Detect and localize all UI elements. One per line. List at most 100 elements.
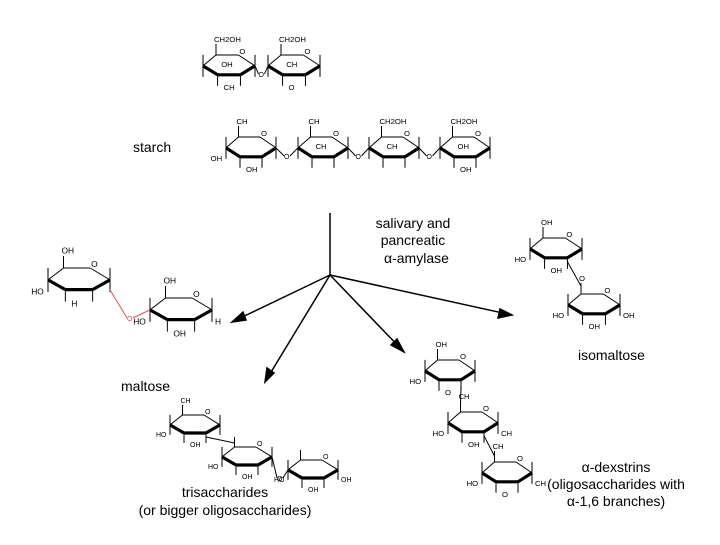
ring-oxygen-label: O [304,47,310,56]
ring-bond [225,146,241,159]
hydroxyl-label: CH [316,142,327,151]
molecule-structures: OCH2OHCHOHOCH2OHOCHOOCHOHOHOCHCHOCH2OHCH… [31,35,634,499]
ring-bond [529,247,546,260]
ring-bond [191,297,213,311]
ring-bond [603,293,621,306]
ring-oxygen-label: O [404,129,410,138]
hydroxyl-label: CH [387,142,398,151]
ring-bond [567,303,584,316]
ch2oh-label: O [579,274,585,283]
glycosidic-oxygen-label: O [127,316,133,323]
ring-bond [202,64,219,77]
hydroxyl-label: CH [286,60,297,69]
ring-oxygen-label: O [475,129,481,138]
hydroxyl-label: OH [190,442,201,449]
trisaccharides-label-line1: trisaccharides [181,484,269,500]
hydroxyl-label: HO [467,479,479,488]
ring-bond [225,136,239,149]
ring-bond [321,459,339,471]
glycosidic-bond-line [109,289,128,319]
hydroxyl-label: HO [515,255,527,264]
glycosidic-bond-line [271,456,278,479]
ring-bond [473,136,491,149]
hydroxyl-label: HO [156,432,167,439]
ring-bond [267,54,282,67]
dextrins-label-line3: α-1,6 branches) [566,493,666,509]
ring-oxygen-label: O [566,230,572,239]
hydroxyl-label: H [71,298,77,308]
ring-bond [267,64,284,77]
hydroxyl-label: OH [589,322,601,331]
ring-bond [368,136,382,149]
ring-bond [47,278,67,291]
ring-oxygen-label: O [517,454,523,463]
ring-bond [404,146,420,159]
ring-bond [149,308,169,321]
arrow-to-dextrins [329,274,405,353]
hydroxyl-label: OH [246,165,258,174]
hydroxyl-label: O [289,83,295,92]
arrowhead-trisaccharides [263,366,276,385]
glycosidic-oxygen-label: O [259,72,265,79]
glycosidic-oxygen-label: O [277,476,283,483]
starch-link-4: O [418,147,441,161]
ring-bond [203,414,221,426]
arrowhead-dextrins [389,337,406,354]
ring-bond [239,64,256,77]
ring-oxygen-label: O [604,286,610,295]
ch2oh-label: CH [309,117,320,126]
ring-oxygen-label: O [323,454,329,461]
ring-bond [331,136,349,149]
ring-bond [303,54,321,67]
enzyme-label-line3: α-amylase [384,250,449,266]
hydroxyl-label: HO [553,311,565,320]
dextrin-link-1 [460,383,462,407]
hydroxyl-label: HO [208,464,219,471]
starch-link-1: O [254,65,269,79]
hydroxyl-label: CH [501,429,512,438]
hydroxyl-label: OH [623,311,635,320]
hydroxyl-label: O [445,388,451,397]
ring-bond [257,455,273,467]
hydroxyl-label: CH [224,83,235,92]
ring-bond [447,411,461,424]
hydroxyl-label: OH [458,142,470,151]
ring-bond [424,369,440,382]
hydroxyl-label: OH [468,440,480,449]
hydroxyl-label: OH [308,487,319,494]
ring-bond [323,468,339,480]
ch2oh-label: OH [62,246,75,256]
hydroxyl-label: OH [341,477,352,484]
hydroxyl-label: HO [433,429,445,438]
hydroxyl-label: OH [221,60,233,69]
ch2oh-label: OH [541,218,553,227]
ring-oxygen-label: O [257,441,263,448]
glycosidic-bond-line [275,147,285,157]
starch-label: starch [133,139,172,155]
ring-bond [481,471,497,484]
ring-bond [255,446,273,458]
ring-oxygen-label: O [261,129,267,138]
ring-bond [287,459,301,471]
ring-bond [447,421,463,434]
maltose-link: O [109,289,151,323]
ring-bond [89,267,111,281]
arrow-to-trisaccharides [264,274,331,383]
trisaccharide-link-1 [205,436,235,444]
glycosidic-bond-line [432,147,441,157]
arrowhead-isomaltose [497,307,515,319]
ring-bond [483,421,499,434]
ch2oh-label: CH [493,442,504,451]
ring-bond [259,136,277,149]
